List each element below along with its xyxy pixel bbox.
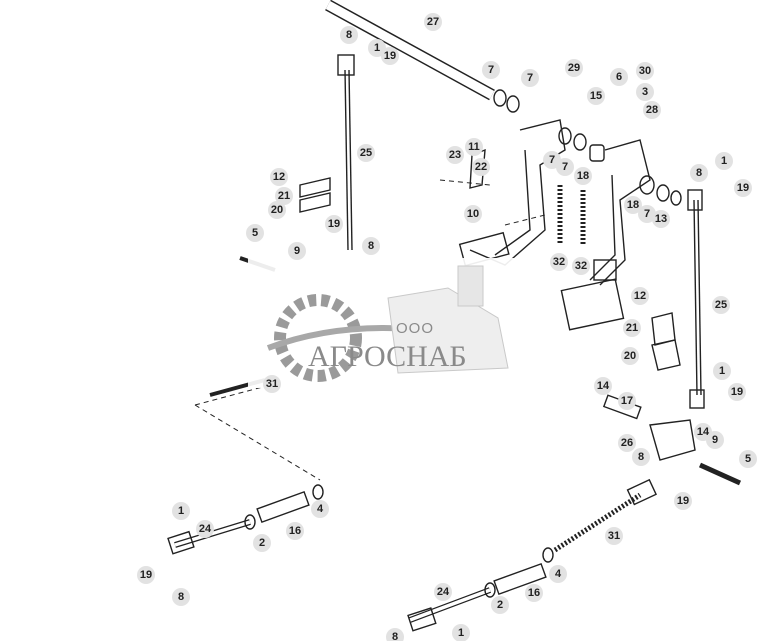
- gear-and-combine-icon: [266, 265, 509, 382]
- part-callout: 7: [521, 69, 539, 87]
- dash-lines: [194, 179, 546, 481]
- part-callout: 31: [605, 527, 623, 545]
- part-callout: 10: [464, 205, 482, 223]
- part-callout: 18: [624, 196, 642, 214]
- main-shaft: [325, 0, 495, 101]
- part-callout: 20: [621, 347, 639, 365]
- part-callout: 2: [491, 596, 509, 614]
- part-callout: 30: [636, 62, 654, 80]
- watermark-logo: ООО АГРОСНАБ: [248, 258, 538, 388]
- part-callout: 8: [172, 588, 190, 606]
- part-callout: 31: [263, 375, 281, 393]
- part-callout: 24: [196, 520, 214, 538]
- springs: [557, 185, 586, 245]
- part-callout: 28: [643, 101, 661, 119]
- left-rod: [337, 54, 355, 251]
- part-callout: 13: [652, 210, 670, 228]
- part-callout: 11: [465, 138, 483, 156]
- part-callout: 21: [275, 187, 293, 205]
- part-callout: 18: [574, 167, 592, 185]
- part-callout: 9: [706, 431, 724, 449]
- part-callout: 8: [362, 237, 380, 255]
- part-callout: 20: [268, 201, 286, 219]
- part-callout: 1: [452, 624, 470, 641]
- part-callout: 8: [690, 164, 708, 182]
- part-callout: 9: [288, 242, 306, 260]
- brackets: [299, 148, 696, 461]
- part-callout: 1: [715, 152, 733, 170]
- part-callout: 15: [587, 87, 605, 105]
- part-callout: 23: [446, 146, 464, 164]
- part-callout: 3: [636, 83, 654, 101]
- part-callout: 5: [246, 224, 264, 242]
- part-callout: 19: [325, 215, 343, 233]
- part-callout: 12: [631, 287, 649, 305]
- part-callout: 26: [618, 434, 636, 452]
- part-callout: 25: [712, 296, 730, 314]
- part-callout: 19: [674, 492, 692, 510]
- part-callout: 4: [311, 500, 329, 518]
- lower-right-linkage: [407, 478, 657, 632]
- part-callout: 32: [572, 257, 590, 275]
- part-callout: 19: [381, 47, 399, 65]
- pedal-right: [560, 139, 651, 331]
- part-callout: 16: [286, 522, 304, 540]
- part-callout: 12: [270, 168, 288, 186]
- part-callout: 1: [713, 362, 731, 380]
- part-callout: 19: [728, 383, 746, 401]
- part-callout: 19: [734, 179, 752, 197]
- part-callout: 19: [137, 566, 155, 584]
- part-callout: 7: [638, 205, 656, 223]
- part-callout: 7: [482, 61, 500, 79]
- part-callout: 7: [556, 158, 574, 176]
- lower-left-linkage: [167, 484, 324, 555]
- part-callout: 1: [172, 502, 190, 520]
- part-callout: 5: [739, 450, 757, 468]
- washers: [493, 89, 682, 206]
- part-callout: 6: [610, 68, 628, 86]
- part-callout: 24: [434, 583, 452, 601]
- part-callout: 8: [632, 448, 650, 466]
- part-callout: 32: [550, 253, 568, 271]
- part-callout: 29: [565, 59, 583, 77]
- part-callout: 17: [618, 392, 636, 410]
- part-callout: 2: [253, 534, 271, 552]
- part-callout: 27: [424, 13, 442, 31]
- part-callout: 16: [525, 584, 543, 602]
- part-callout: 14: [594, 377, 612, 395]
- watermark-prefix: ООО: [396, 320, 435, 337]
- part-callout: 8: [340, 26, 358, 44]
- right-rod: [687, 189, 705, 409]
- part-callout: 4: [549, 565, 567, 583]
- part-callout: 22: [472, 158, 490, 176]
- part-callout: 21: [623, 319, 641, 337]
- watermark-name: АГРОСНАБ: [308, 340, 467, 373]
- part-callout: 25: [357, 144, 375, 162]
- part-callout: 8: [386, 628, 404, 641]
